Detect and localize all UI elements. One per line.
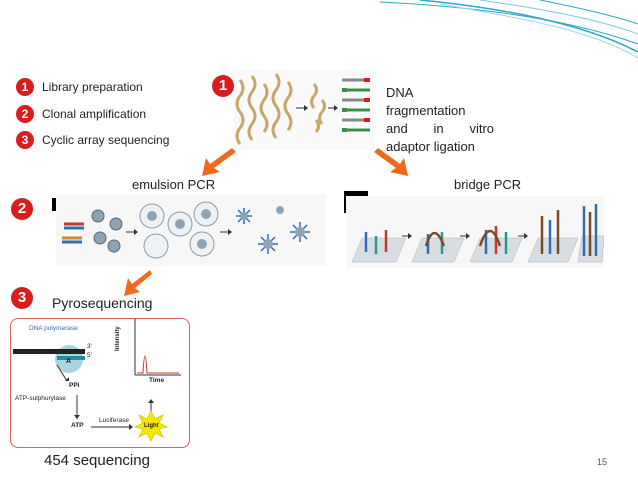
dna-polymerase-label: DNA polymerase — [29, 325, 78, 332]
step-label-library-preparation: Library preparation — [42, 80, 143, 94]
time-axis-label: Time — [149, 377, 165, 384]
step-badge-3: 3 — [16, 131, 34, 149]
light-burst-icon — [133, 410, 169, 442]
five-prime-label: 5' — [87, 352, 92, 359]
light-label: Light — [144, 423, 159, 429]
pyro-badge-3: 3 — [11, 287, 33, 309]
clonal-badge-2: 2 — [11, 198, 33, 220]
fragmentation-line-4: adaptor ligation — [386, 139, 475, 154]
step-label-cyclic-array-sequencing: Cyclic array sequencing — [42, 133, 170, 147]
ppi-label: PPi — [69, 382, 80, 389]
step-label-clonal-amplification: Clonal amplification — [42, 107, 147, 121]
arrow-down-right-icon — [374, 148, 408, 176]
nucleotide-a-label: A — [66, 358, 72, 365]
arrow-down-left-icon — [202, 148, 236, 176]
fragmentation-line-2: fragmentation — [386, 103, 466, 118]
diagram-badge-1: 1 — [212, 75, 234, 97]
emulsion-pcr-diagram — [56, 194, 326, 266]
emulsion-pcr-label: emulsion PCR — [132, 177, 216, 192]
bridge-pcr-diagram — [346, 196, 604, 268]
fragmentation-line-1: DNA — [386, 85, 414, 100]
fragmentation-diagram — [234, 70, 374, 150]
atp-label: ATP — [71, 422, 84, 429]
fragmentation-line-3: and in vitro — [386, 121, 494, 136]
decorative-swoosh — [380, 0, 638, 59]
pyro-schematic — [13, 319, 181, 442]
luciferase-label: Luciferase — [99, 417, 129, 424]
fragmentation-description: DNA fragmentation and in vitro adaptor l… — [386, 84, 494, 156]
step-badge-1: 1 — [16, 78, 34, 96]
pyrosequencing-diagram: DNA polymerase 3' 5' A PPi ATP-sulphuryl… — [10, 318, 190, 448]
pyrosequencing-label: Pyrosequencing — [52, 295, 153, 311]
bridge-pcr-label: bridge PCR — [454, 177, 522, 192]
atp-sulphurylase-label: ATP-sulphurylase — [15, 395, 66, 402]
intensity-axis-label: Intensity — [115, 326, 121, 351]
arrow-down-left-small-icon — [124, 270, 152, 296]
page-number: 15 — [597, 457, 608, 467]
three-prime-label: 3' — [87, 343, 92, 350]
step-badge-2: 2 — [16, 105, 34, 123]
454-sequencing-label: 454 sequencing — [44, 452, 150, 469]
